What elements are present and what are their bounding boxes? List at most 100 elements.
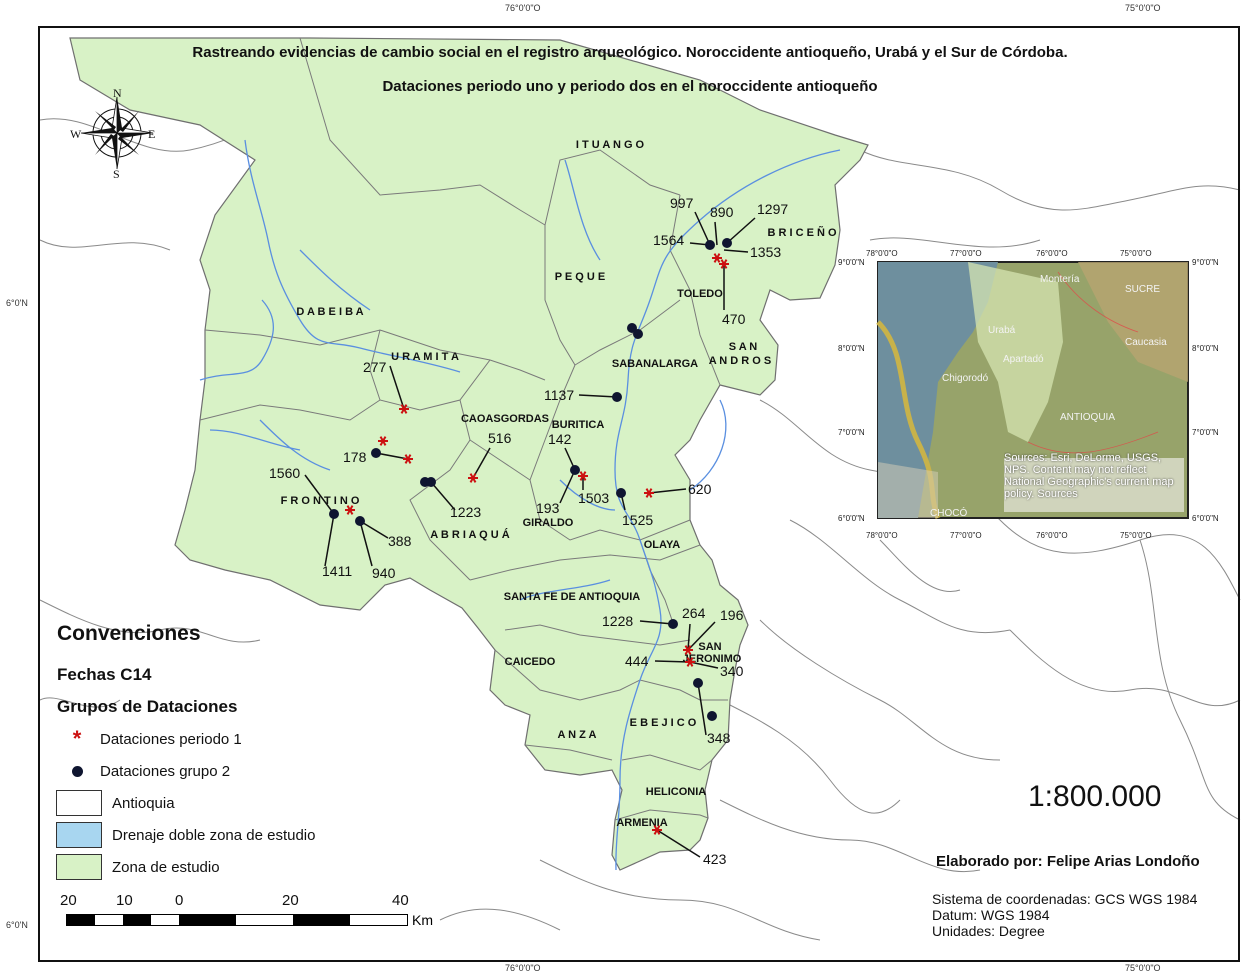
legend-item-label: Dataciones grupo 2 [100, 762, 231, 780]
leader-line [697, 682, 707, 736]
region-label: A N Z A [558, 729, 597, 741]
point-period2[interactable] [668, 619, 678, 629]
point-period1[interactable] [719, 259, 729, 269]
region-label: S A N [729, 341, 758, 353]
scale-label: 40 [392, 892, 409, 909]
leader-line [654, 660, 691, 663]
inset-place-label: Chigorodó [942, 373, 989, 384]
inset-tick-top: 76°0'0"O [1036, 249, 1068, 258]
legend-item-label: Antioquia [112, 794, 175, 812]
point-period2[interactable] [426, 477, 436, 487]
date-label: 1411 [322, 563, 352, 579]
point-period1[interactable] [578, 471, 588, 481]
date-label: 1228 [602, 613, 633, 629]
leader-line [648, 488, 687, 494]
leader-line [389, 365, 405, 410]
region-label: B R I C E Ñ O [767, 226, 837, 239]
leader-line [687, 623, 691, 651]
compass-e-label: E [148, 127, 155, 141]
date-label: 940 [372, 565, 396, 581]
leader-line [359, 520, 389, 539]
point-period1[interactable] [685, 657, 695, 667]
inset-place-labels: MonteríaSUCREUrabáCaucasiaApartadóChigor… [930, 274, 1167, 519]
region-label: A N D R O S [709, 355, 772, 367]
inset-tick-top: 77°0'0"O [950, 249, 982, 258]
inset-sources: Sources: Esri, DeLorme, USGS, NPS. Conte… [1004, 452, 1174, 500]
region-label: OLAYA [644, 539, 681, 551]
leader-line [687, 621, 716, 651]
point-period2[interactable] [371, 448, 381, 458]
inset-place-label: CHOCÓ [930, 506, 967, 519]
leader-line [726, 217, 756, 244]
coord-line: Unidades: Degree [932, 923, 1045, 939]
point-period2[interactable] [612, 392, 622, 402]
point-period1[interactable] [345, 505, 355, 515]
point-period2[interactable] [616, 488, 626, 498]
date-label: 388 [388, 533, 412, 549]
inset-place-label: ANTIOQUIA [1060, 412, 1115, 423]
region-label: D A B E I B A [296, 306, 363, 318]
point-period1[interactable] [652, 825, 662, 835]
date-label: 178 [343, 449, 367, 465]
inset-tick-top: 78°0'0"O [866, 249, 898, 258]
point-period1[interactable] [712, 253, 722, 263]
leader-line [304, 474, 335, 515]
map-subtitle: Dataciones periodo uno y periodo dos en … [382, 78, 878, 95]
edge-label-left-bottom: 6°0'N [6, 920, 28, 930]
compass-n-label: N [113, 86, 122, 100]
dark-dot-icon [66, 760, 88, 782]
point-period1[interactable] [403, 454, 413, 464]
leader-line [359, 520, 373, 567]
leader-line [472, 447, 491, 479]
inset-place-label: Montería [1040, 274, 1080, 285]
region-label: CAICEDO [505, 656, 556, 668]
point-period2[interactable] [707, 711, 717, 721]
scale-label: 20 [60, 892, 77, 909]
edge-label-bottom-right: 75°0'0"O [1125, 963, 1161, 973]
point-period2[interactable] [633, 329, 643, 339]
region-label: BURITICA [552, 419, 605, 431]
legend-item-label: Zona de estudio [112, 858, 220, 876]
region-label: GIRALDO [523, 517, 574, 529]
red-asterisk-icon: * [72, 726, 82, 751]
inset-tick-right: 7°0'0"N [1192, 428, 1219, 437]
edge-label-left-top: 6°0'N [6, 298, 28, 308]
date-label: 1564 [653, 232, 684, 248]
date-label: 196 [720, 607, 744, 623]
point-period2[interactable] [693, 678, 703, 688]
point-period2[interactable] [570, 465, 580, 475]
legend-item-zona: Zona de estudio [56, 854, 220, 880]
compass-rose-icon: N S E W [70, 86, 155, 181]
legend-item-label: Drenaje doble zona de estudio [112, 826, 316, 844]
point-period1[interactable] [468, 473, 478, 483]
region-label: E B E J I C O [630, 717, 697, 729]
point-period2[interactable] [355, 516, 365, 526]
point-period1[interactable] [378, 436, 388, 446]
inset-tick-right: 8°0'0"N [1192, 344, 1219, 353]
legend-title: Convenciones [57, 622, 201, 645]
region-label: CAOASGORDAS [461, 413, 549, 425]
legend-item-label: Dataciones periodo 1 [100, 730, 242, 748]
coordinate-info: Sistema de coordenadas: GCS WGS 1984 Dat… [932, 891, 1197, 939]
point-period1[interactable] [399, 404, 409, 414]
inset-tick-top: 75°0'0"O [1120, 249, 1152, 258]
point-period2[interactable] [722, 238, 732, 248]
inset-place-label: Apartadó [1003, 354, 1044, 365]
point-period2[interactable] [329, 509, 339, 519]
point-period2[interactable] [705, 240, 715, 250]
internal-boundaries [199, 37, 728, 821]
edge-label-bottom-left: 76°0'0"O [505, 963, 541, 973]
point-period1[interactable] [683, 645, 693, 655]
region-label: SABANALARGA [612, 358, 698, 370]
region-label: I T U A N G O [576, 139, 645, 151]
date-label: 1503 [578, 490, 609, 506]
date-label: 193 [536, 500, 560, 516]
date-label: 1297 [757, 201, 788, 217]
region-label: U R A M I T A [391, 351, 459, 363]
region-label: F R O N T I N O [281, 495, 360, 507]
date-label: 1353 [750, 244, 781, 260]
point-period1[interactable] [644, 488, 654, 498]
